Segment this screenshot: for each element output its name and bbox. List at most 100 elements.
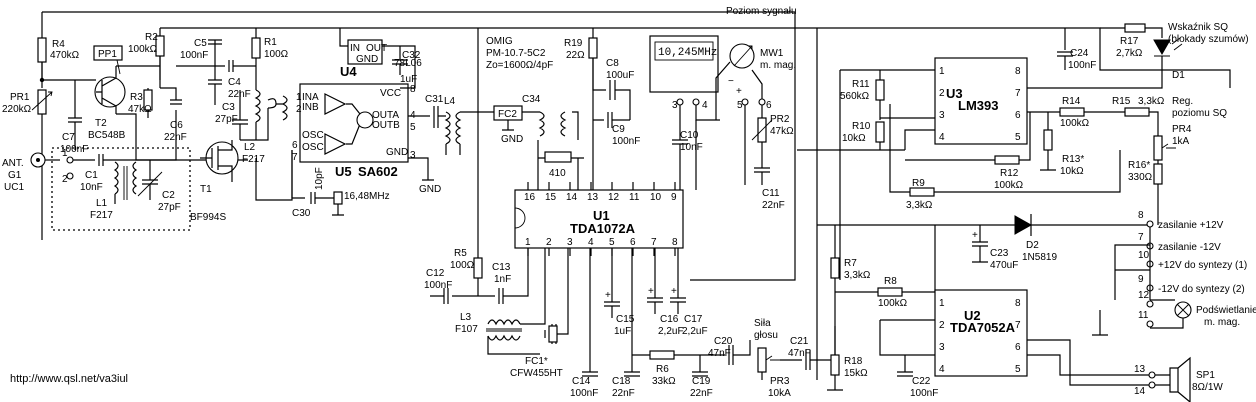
c14-label: C14 bbox=[572, 376, 591, 387]
ant-label-3: UC1 bbox=[4, 182, 24, 193]
u5-p7: 7 bbox=[292, 152, 298, 163]
sq-indicator-2: (blokady szumów) bbox=[1168, 34, 1249, 45]
pr1-label: PR1 bbox=[10, 92, 30, 103]
c15-plus: + bbox=[605, 290, 611, 301]
sq-level-1: Reg. bbox=[1172, 96, 1193, 107]
disp-pin-3: 3 bbox=[672, 100, 678, 111]
l4-label: L4 bbox=[444, 96, 456, 107]
c10-value: 10nF bbox=[680, 142, 703, 153]
r17-value: 2,7kΩ bbox=[1116, 48, 1143, 59]
r6-label: R6 bbox=[656, 364, 669, 375]
u1-pin: 1 bbox=[525, 237, 531, 248]
r15-label: R15 bbox=[1112, 96, 1131, 107]
c30-value: 10pF bbox=[314, 167, 325, 190]
omig-spec-1: PM-10.7-5C2 bbox=[486, 48, 546, 59]
d2-label: D2 bbox=[1026, 240, 1039, 251]
freq-display-section: 10,245MHz 3 4 C10 10nF bbox=[649, 35, 720, 185]
r18-value: 15kΩ bbox=[844, 368, 868, 379]
t2-label: T2 bbox=[95, 118, 107, 129]
c8-label: C8 bbox=[606, 58, 619, 69]
pr4-value: 1kA bbox=[1172, 136, 1190, 147]
c9-value: 100nF bbox=[612, 136, 640, 147]
c15-label: C15 bbox=[616, 314, 635, 325]
u1-lower-section: R5 100Ω C12 100nF C13 1nF L3 F107 FC1* C… bbox=[424, 248, 836, 399]
c13-value: 1nF bbox=[494, 274, 511, 285]
r8-resistor bbox=[877, 287, 903, 297]
r12-resistor bbox=[994, 155, 1020, 165]
c1-value: 10nF bbox=[80, 182, 103, 193]
r9-resistor bbox=[909, 187, 935, 197]
sp1-conn-13: 13 bbox=[1134, 364, 1146, 375]
u1-tda1072a-box bbox=[514, 189, 684, 249]
u3-lm393-box bbox=[934, 57, 1028, 145]
c16-value: 2,2uF bbox=[658, 326, 684, 337]
c11-value: 22nF bbox=[762, 200, 785, 211]
r16-label: R16* bbox=[1128, 160, 1150, 171]
r14-resistor bbox=[1059, 107, 1085, 117]
c19-value: 22nF bbox=[690, 388, 713, 399]
chip-pin: 1 bbox=[939, 66, 945, 77]
u1-part: TDA1072A bbox=[570, 221, 636, 236]
c16-plus: + bbox=[648, 286, 654, 297]
u5-p8: 8 bbox=[410, 84, 416, 95]
chip-pin: 8 bbox=[1015, 298, 1021, 309]
l1-label: L1 bbox=[96, 198, 108, 209]
r9-value: 3,3kΩ bbox=[906, 200, 933, 211]
pr3-value: 10kA bbox=[768, 388, 791, 399]
u2-name: U2 bbox=[964, 308, 981, 323]
r3-label: R3 bbox=[130, 92, 143, 103]
xtal-crystal bbox=[333, 191, 343, 205]
c6-label: C6 bbox=[170, 120, 183, 131]
connector-number: 7 bbox=[1138, 232, 1144, 243]
chip-pin: 5 bbox=[1015, 132, 1021, 143]
omig-spec-2: Zo=1600Ω/4pF bbox=[486, 60, 553, 71]
r14-value: 100kΩ bbox=[1060, 118, 1090, 129]
c12-label: C12 bbox=[426, 268, 445, 279]
c10-label: C10 bbox=[680, 130, 699, 141]
r17-resistor bbox=[1124, 23, 1146, 33]
d2-diode-icon bbox=[1014, 215, 1033, 235]
switch-pos-1: 1 bbox=[62, 148, 68, 159]
signal-meter-section: Poziom sygnału MW1 m. mag. − + 5 6 PR2 4… bbox=[715, 6, 797, 211]
chip-pin: 4 bbox=[939, 132, 945, 143]
u4-out: OUT bbox=[366, 43, 387, 54]
c32-label: C32 bbox=[402, 50, 421, 61]
l3-inductor bbox=[487, 319, 521, 341]
r18-label: R18 bbox=[844, 356, 863, 367]
u5-inb: INB bbox=[302, 102, 319, 113]
pr4-label: PR4 bbox=[1172, 124, 1192, 135]
omig-label: OMIG bbox=[486, 36, 513, 47]
u1-pin: 8 bbox=[672, 237, 678, 248]
c7-value: 100nF bbox=[60, 144, 88, 155]
c22-value: 100nF bbox=[910, 388, 938, 399]
r14-label: R14 bbox=[1062, 96, 1081, 107]
sq-indicator-1: Wskaźnik SQ bbox=[1168, 22, 1228, 33]
chip-pin: 6 bbox=[1015, 110, 1021, 121]
c13-label: C13 bbox=[492, 262, 511, 273]
r9-label: R9 bbox=[912, 178, 925, 189]
u5-part: SA602 bbox=[358, 164, 398, 179]
r18-resistor bbox=[830, 354, 840, 376]
u4-regulator: IN OUT GND U4 78L06 C32 1uF bbox=[339, 28, 422, 89]
u5-name: U5 bbox=[335, 164, 352, 179]
r12-value: 100kΩ bbox=[994, 180, 1024, 191]
u1-name: U1 bbox=[593, 208, 610, 223]
c31-label: C31 bbox=[425, 94, 444, 105]
u2-tda7052a-box bbox=[934, 289, 1028, 377]
fc1-filter bbox=[548, 325, 558, 343]
chip-pin: 4 bbox=[939, 364, 945, 375]
pr1-potentiometer bbox=[37, 89, 47, 115]
freq-readout: 10,245MHz bbox=[658, 47, 717, 59]
c23-plus: + bbox=[972, 230, 978, 241]
vol-label-2: głosu bbox=[754, 330, 778, 341]
r2-value: 100kΩ bbox=[128, 44, 158, 55]
sp1-value: 8Ω/1W bbox=[1192, 382, 1223, 393]
pr3-potentiometer bbox=[757, 347, 767, 373]
r5-value: 100Ω bbox=[450, 260, 475, 271]
chip-pin: 3 bbox=[939, 342, 945, 353]
u1-pin: 2 bbox=[546, 237, 552, 248]
